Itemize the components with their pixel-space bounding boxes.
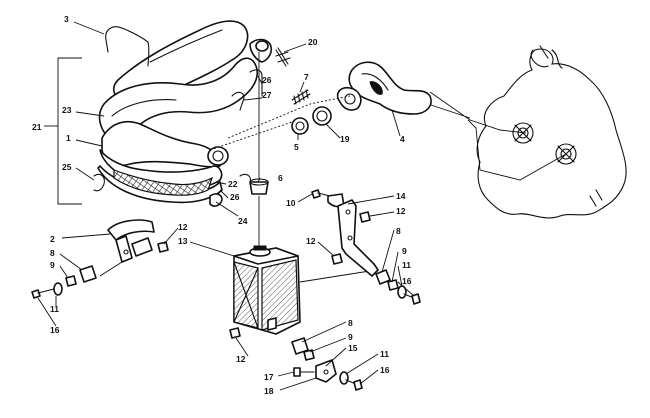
callout-12b: 12 — [178, 222, 188, 232]
engine-connection-line — [427, 91, 567, 181]
bushing-9-right — [387, 279, 399, 291]
callout-20: 20 — [308, 37, 318, 47]
callout-25: 25 — [62, 162, 72, 172]
exhaust-manifold — [336, 61, 432, 115]
callout-23: 23 — [62, 105, 72, 115]
callout-16c: 16 — [380, 365, 390, 375]
screw-17 — [293, 367, 315, 377]
washer-11-bottom — [339, 371, 349, 385]
callout-3: 3 — [64, 14, 69, 24]
callout-1: 1 — [66, 133, 71, 143]
callout-21: 21 — [32, 122, 42, 132]
clamp-15 — [315, 359, 337, 383]
nut-12-mid — [331, 253, 343, 265]
washer-11-left — [53, 282, 63, 296]
callout-9c: 9 — [348, 332, 353, 342]
callout-17: 17 — [264, 372, 274, 382]
callout-27: 27 — [262, 90, 272, 100]
callout-labels: 3 20 7 26 27 21 23 1 25 5 19 4 6 22 26 2… — [32, 14, 412, 396]
tank-13 — [233, 245, 301, 335]
callout-9b: 9 — [402, 246, 407, 256]
bolt-16-right — [403, 293, 421, 305]
spacer-8-bottom — [291, 337, 309, 355]
callout-12d: 12 — [236, 354, 246, 364]
exhaust-pipe — [44, 20, 291, 207]
bracket-14 — [337, 199, 379, 277]
nut-12-bottom — [229, 327, 241, 339]
callout-2: 2 — [50, 234, 55, 244]
callout-12c: 12 — [306, 236, 316, 246]
callout-18: 18 — [264, 386, 274, 396]
bolt-16-bottom — [345, 379, 363, 391]
bracket-2 — [107, 219, 155, 263]
callout-9: 9 — [50, 260, 55, 270]
callout-13: 13 — [178, 236, 188, 246]
callout-16: 16 — [402, 276, 412, 286]
callout-leaders — [37, 21, 415, 391]
engine-outline — [476, 45, 627, 219]
callout-11c: 11 — [380, 349, 389, 359]
callout-26b: 26 — [230, 192, 240, 202]
callout-8b: 8 — [396, 226, 401, 236]
nut-12-left — [157, 241, 169, 253]
callout-19: 19 — [340, 134, 350, 144]
grommet-6 — [249, 178, 269, 195]
callout-5: 5 — [294, 142, 299, 152]
nut-12-upper-right — [359, 211, 371, 223]
callout-24: 24 — [238, 216, 248, 226]
callout-8: 8 — [50, 248, 55, 258]
callout-6: 6 — [278, 173, 283, 183]
callout-14: 14 — [396, 191, 406, 201]
callout-12: 12 — [396, 206, 406, 216]
callout-4: 4 — [400, 134, 405, 144]
spacer-8-right — [375, 269, 391, 285]
callout-7: 7 — [304, 72, 309, 82]
bushing-9-bottom — [303, 349, 315, 361]
callout-15: 15 — [348, 343, 358, 353]
callout-11b: 11 — [50, 304, 59, 314]
callout-26: 26 — [262, 75, 272, 85]
callout-8c: 8 — [348, 318, 353, 328]
spring-7 — [291, 89, 311, 105]
callout-10: 10 — [286, 198, 296, 208]
spacer-8-left — [79, 265, 97, 283]
bolt-16-left — [31, 288, 55, 299]
callout-16b: 16 — [50, 325, 60, 335]
gasket-5 — [291, 117, 309, 135]
callout-22: 22 — [228, 179, 238, 189]
callout-11: 11 — [402, 260, 411, 270]
gasket-19 — [312, 106, 332, 126]
bushing-9-left — [65, 275, 77, 287]
